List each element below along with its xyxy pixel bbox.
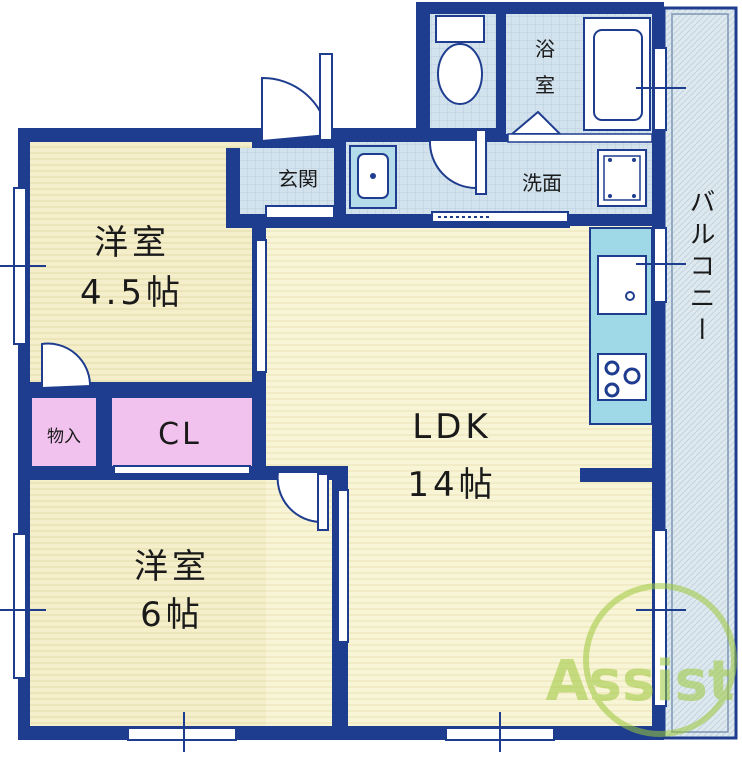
toilet-icon bbox=[435, 15, 485, 105]
entrance-floor bbox=[240, 148, 334, 214]
watermark-logo: Assist bbox=[545, 583, 737, 737]
window-icon bbox=[0, 47, 686, 752]
closet-name: CL bbox=[158, 417, 202, 452]
western-room-2-name: 洋室 bbox=[134, 547, 210, 587]
bathroom-name-1: 浴 bbox=[535, 37, 555, 61]
storage-name: 物入 bbox=[47, 427, 81, 447]
western-room-1-size: 4.5帖 bbox=[80, 273, 184, 313]
washbasin-icon bbox=[349, 145, 397, 209]
closet-floor bbox=[112, 398, 252, 466]
western-room-2-size: 6帖 bbox=[140, 595, 204, 635]
western-room-1-name: 洋室 bbox=[94, 223, 170, 263]
washing-machine-icon bbox=[597, 149, 647, 207]
entrance-name: 玄関 bbox=[278, 167, 318, 191]
ldk-name: LDK bbox=[412, 407, 491, 447]
washroom-name: 洗面 bbox=[522, 171, 562, 195]
door-swing-icon bbox=[41, 53, 487, 531]
balcony-name: バルコニー bbox=[685, 188, 715, 348]
sink-icon bbox=[597, 255, 647, 315]
stove-icon bbox=[597, 353, 647, 401]
storage-floor bbox=[32, 398, 96, 466]
ldk-size: 14帖 bbox=[407, 465, 496, 505]
balcony-area bbox=[662, 6, 738, 740]
bathroom-name-2: 室 bbox=[535, 73, 555, 97]
watermark-text: Assist bbox=[545, 649, 734, 714]
bathtub-icon bbox=[507, 17, 653, 143]
western-room-1-floor bbox=[30, 142, 252, 382]
